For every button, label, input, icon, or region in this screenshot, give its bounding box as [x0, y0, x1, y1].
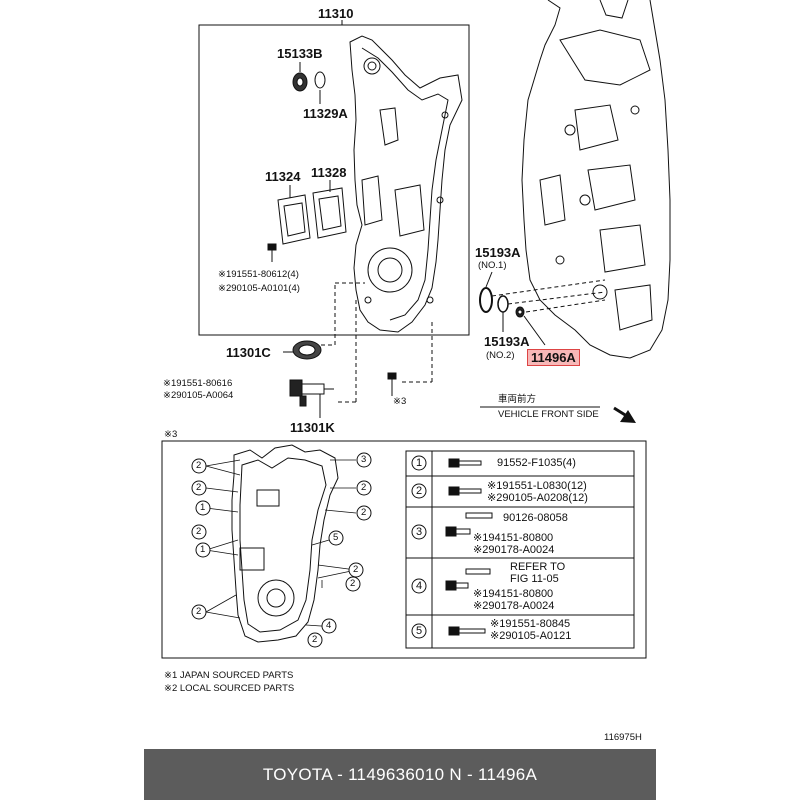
leader-oring-dash-3 — [525, 299, 606, 313]
part-label-11310: 11310 — [318, 6, 354, 21]
bolt-location-box — [161, 440, 647, 659]
figure-code: 116975H — [604, 732, 642, 743]
callout-num: 2 — [196, 482, 202, 493]
leader-11496A — [523, 315, 546, 346]
direction-label-jp: 車両前方 — [498, 394, 537, 405]
bolt-part: ※191551-L0830(12) — [487, 480, 587, 492]
leader-15193A-1 — [485, 271, 493, 288]
callout-num: 2 — [196, 526, 202, 537]
part-label-11328: 11328 — [311, 165, 347, 180]
bolt-part: 91552-F1035(4) — [497, 457, 576, 469]
leader-oring-dash-2 — [507, 291, 606, 305]
part-label-11301C: 11301C — [226, 345, 271, 360]
callout-num: 5 — [333, 532, 339, 543]
bolt-part: ※194151-80800 — [473, 532, 554, 544]
part-label-11329A: 11329A — [303, 106, 348, 121]
bolt-table-num: 2 — [416, 485, 423, 497]
callout-num: 1 — [200, 502, 206, 513]
gasket-11324-drawing — [277, 194, 311, 245]
bolt-part: ※191551-80845 — [490, 618, 571, 630]
legend-note-2: ※2 LOCAL SOURCED PARTS — [164, 683, 295, 694]
bolt-part: ※290178-A0024 — [473, 544, 555, 556]
bolt-table-num: 4 — [416, 580, 423, 592]
legend-note-1: ※1 JAPAN SOURCED PARTS — [164, 670, 294, 681]
ref3-note-b: ※3 — [164, 429, 178, 440]
callout-num: 2 — [361, 482, 367, 493]
seal-11301C-drawing — [292, 340, 322, 360]
callout-num: 2 — [312, 634, 318, 645]
callout-circles — [191, 452, 372, 648]
cover-group-box — [198, 24, 470, 336]
bolt-part: ※194151-80800 — [473, 588, 554, 600]
part-label-15193A-no1: 15193A — [475, 245, 521, 260]
part-label-11324: 11324 — [265, 169, 301, 184]
gasket-11328-drawing — [312, 187, 347, 239]
callout-num: 1 — [200, 544, 206, 555]
cover-bolt-note-1: ※191551-80612(4) — [218, 269, 299, 280]
bolt-ref3-drawing — [387, 372, 397, 396]
bolt-table-num: 3 — [416, 526, 423, 538]
bolt-part: ※290105-A0121 — [490, 630, 572, 642]
bolt-table-grid — [405, 450, 635, 649]
callout-num: 2 — [353, 564, 359, 575]
bolt-table-circles — [411, 455, 427, 639]
direction-label-en: VEHICLE FRONT SIDE — [498, 409, 599, 420]
callout-num: 2 — [361, 507, 367, 518]
ref3-note-a: ※3 — [393, 396, 407, 407]
bolt-part: ※290178-A0024 — [473, 600, 555, 612]
callout-num: 2 — [196, 606, 202, 617]
part-label-no2: (NO.2) — [486, 350, 515, 361]
callout-num: 4 — [326, 620, 332, 631]
bolt-table-bolt-icons — [445, 458, 493, 636]
leader-oring-dash-1 — [491, 279, 606, 297]
callout-num: 2 — [350, 578, 356, 589]
cover-bolt-drawing — [267, 243, 277, 262]
seal-15133B-drawing — [292, 71, 326, 92]
part-label-15133B: 15133B — [277, 46, 323, 61]
engine-block-drawing — [521, 0, 671, 359]
bolt-table-num: 5 — [416, 625, 423, 637]
direction-arrow-icon — [613, 406, 636, 423]
bolt-part: ※290105-A0208(12) — [487, 492, 588, 504]
footer-part-number: TOYOTA - 1149636010 N - 11496A — [262, 764, 538, 784]
part-label-11301K: 11301K — [290, 420, 335, 435]
part-label-11496A: 11496A — [527, 349, 580, 366]
sensor-11301K-drawing — [289, 379, 334, 407]
bolt-location-cover-drawing — [231, 444, 339, 643]
bolt-part: REFER TO — [510, 561, 566, 573]
cover-bolt-note-2: ※290105-A0101(4) — [218, 283, 300, 294]
part-label-no1: (NO.1) — [478, 260, 507, 271]
timing-cover-drawing — [349, 35, 463, 333]
footer-bar: TOYOTA - 1149636010 N - 11496A — [144, 749, 656, 800]
part-label-15193A-no2: 15193A — [484, 334, 530, 349]
callout-num: 2 — [196, 460, 202, 471]
bolt-part: FIG 11-05 — [510, 573, 559, 585]
bolt-part: 90126-08058 — [503, 512, 568, 524]
callout-num: 3 — [361, 454, 367, 465]
bolt-table-num: 1 — [416, 457, 423, 469]
sensor-bolt-note-1: ※191551-80616 — [163, 378, 233, 389]
sensor-bolt-note-2: ※290105-A0064 — [163, 390, 234, 401]
